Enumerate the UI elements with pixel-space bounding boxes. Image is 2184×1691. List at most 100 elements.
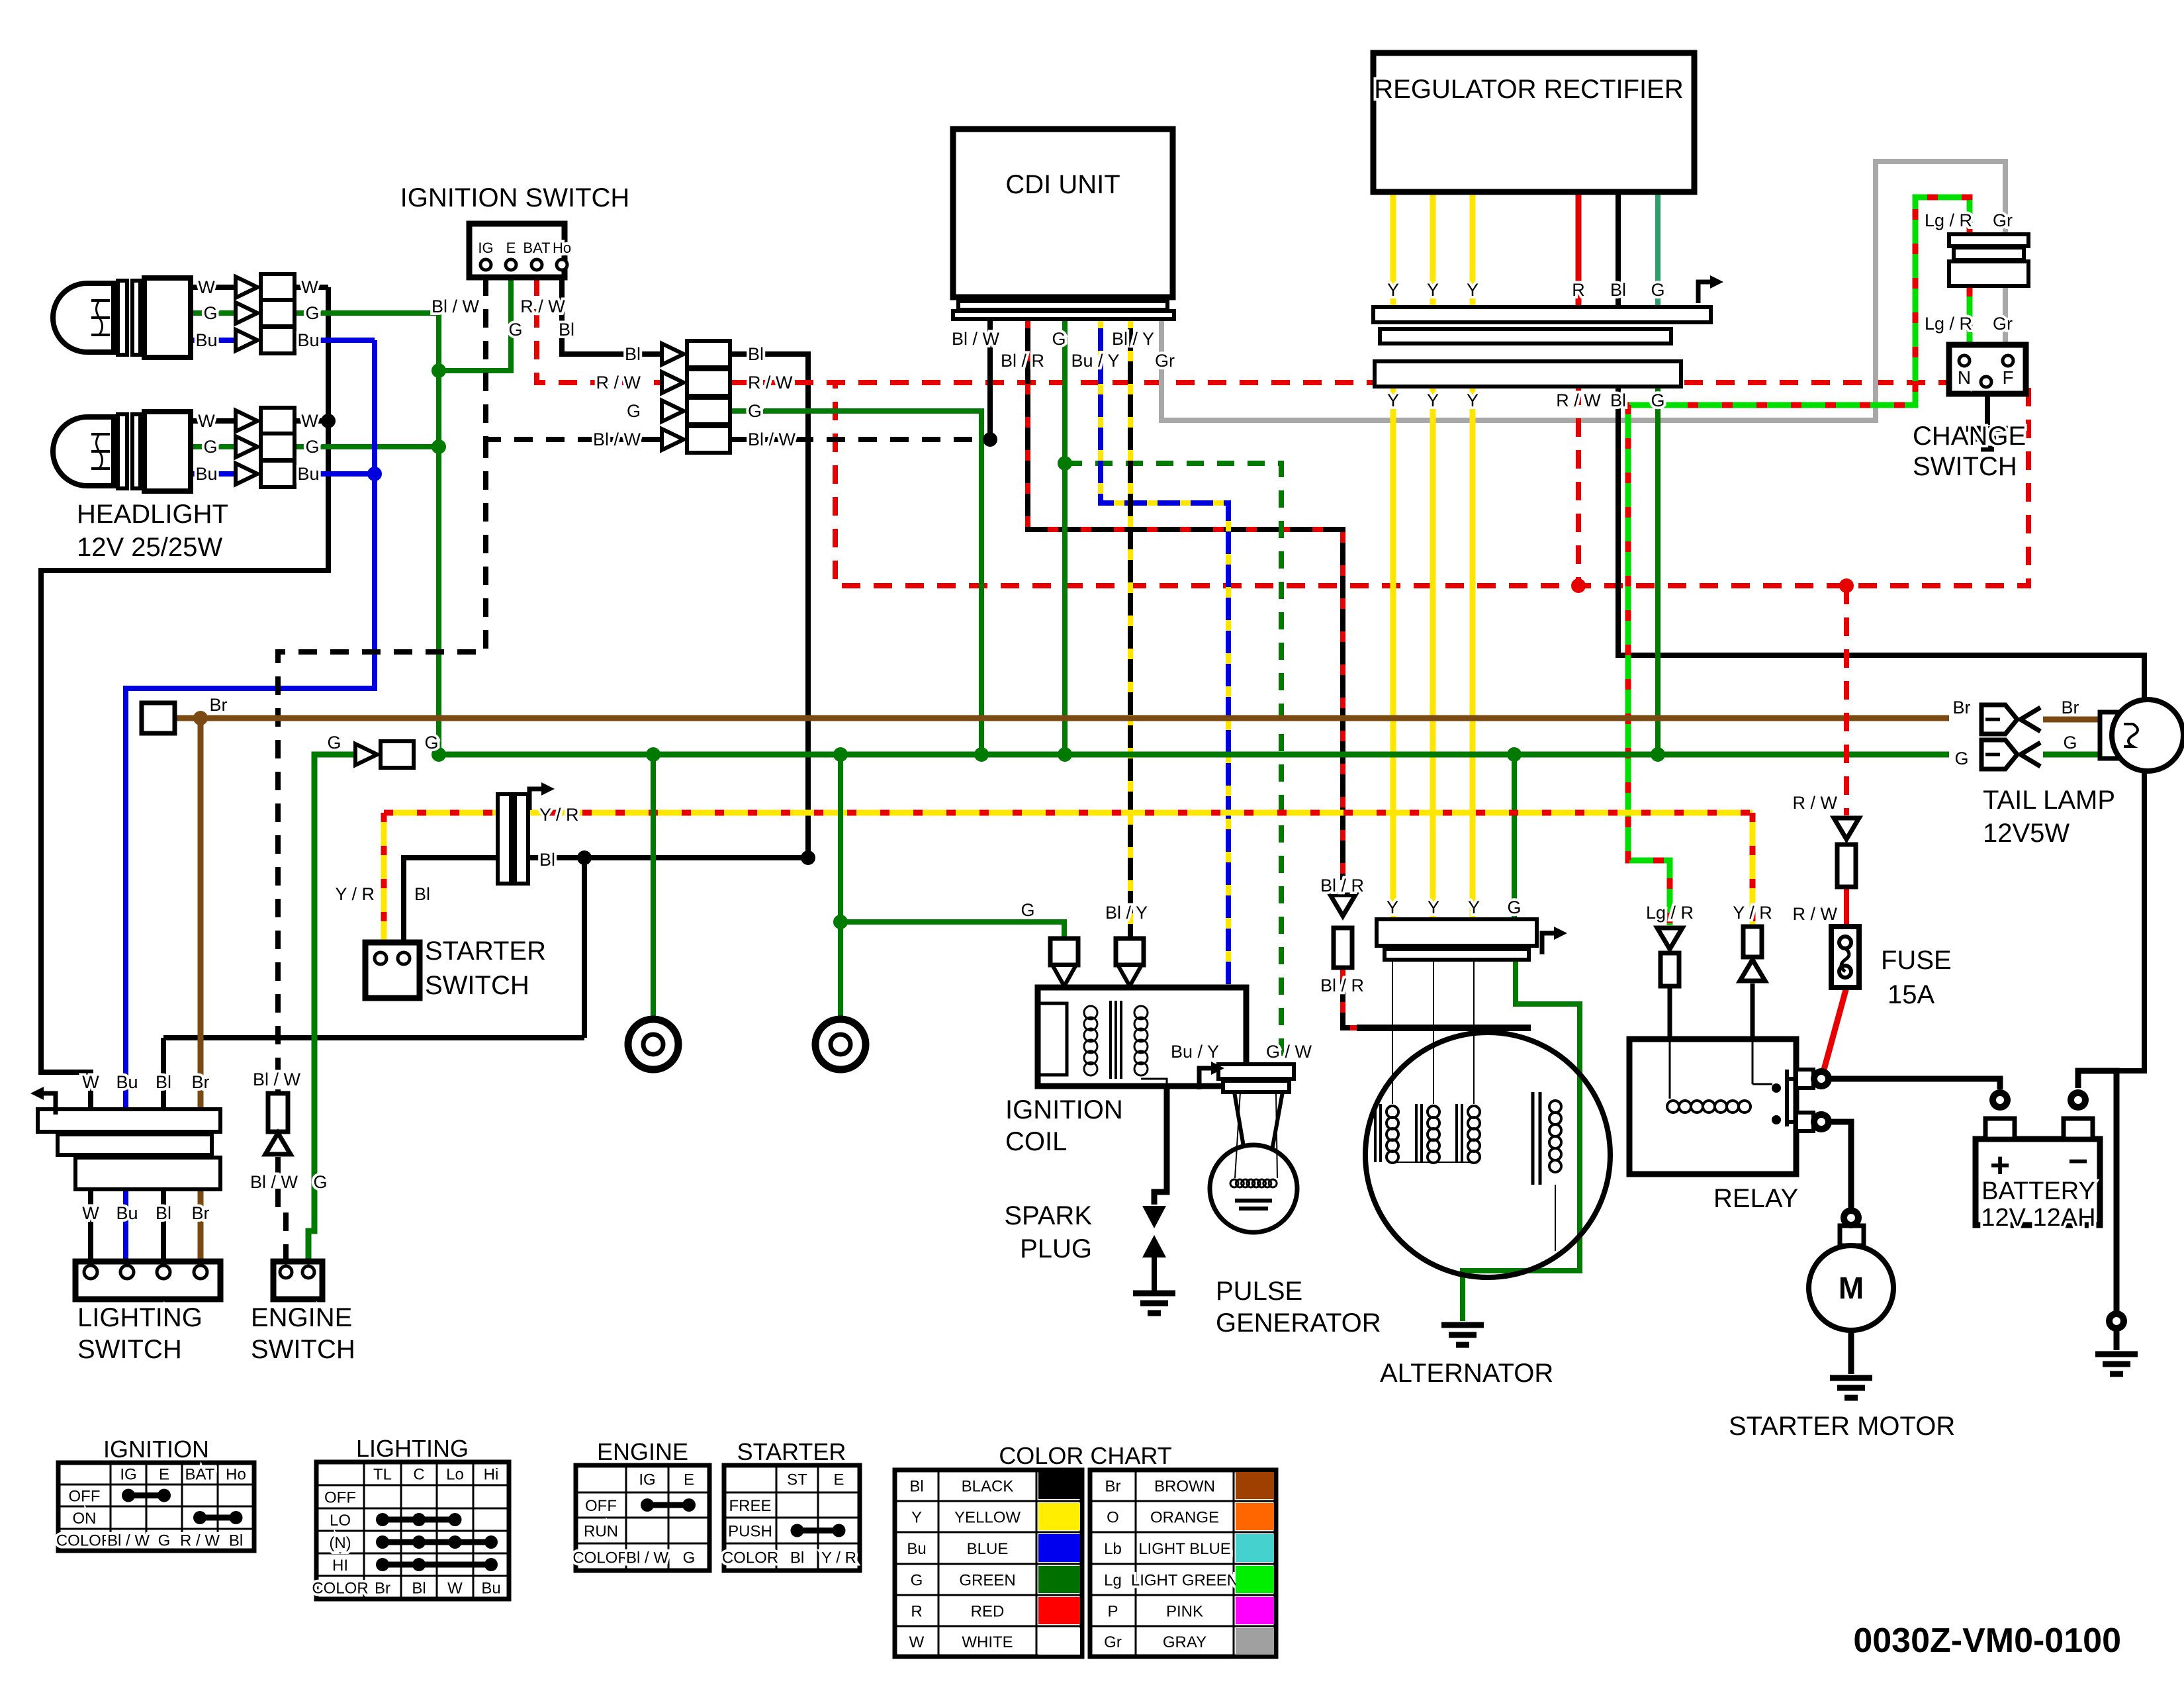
ignition-terminal-ho [555,257,569,272]
bl-right-route [731,351,811,858]
starter-connector-bar0 [496,792,513,886]
pulse-generator-body-coil-6 [1262,1178,1273,1189]
conn-blw-right: Bl / W [748,430,796,449]
color-name-BLACK: BLACK [962,1478,1014,1496]
alternator-connector-bar1 [1383,947,1531,962]
headlight-connector-w2-triangle [234,407,262,435]
alternator-connector-bar0 [1375,917,1539,948]
fuse-rw-upper: R / W [1793,793,1838,813]
reg-bl-route [1615,387,2147,1074]
color-code-G: G [911,1572,923,1590]
color-swatch-Y [1038,1503,1080,1530]
starter-table-header-E: E [833,1471,844,1489]
change-switch-title-2: SWITCH [1913,452,2017,481]
trunk-g-left-label: G [327,733,341,753]
reg2-g-label: G [1651,390,1664,410]
color-code-P: P [1107,1603,1118,1621]
ignition-coil-internals-winding1-4 [1133,1050,1149,1066]
headlight-connector-g2 [234,432,296,462]
lighting-connector-arrow-head [30,1087,44,1100]
harness-connector-blw-triangle [660,426,688,453]
color-swatch-Bl [1038,1472,1080,1499]
cdi-connector-bar0 [956,299,1169,312]
cdi-blr-overlay [1025,318,1345,880]
lighting-bl-lower: Bl [156,1203,171,1223]
relay-yr-diode [1735,955,1770,983]
relay-internals-coil-6 [1737,1099,1752,1114]
starter-bl [401,855,808,942]
relay-to-battery [1831,1075,2003,1089]
reg-y3-label: Y [1467,280,1479,300]
engine-switch-title-1: ENGINE [251,1303,352,1332]
lighting-table-link-dot-LO-3 [448,1513,462,1526]
blr-diode [1326,892,1360,921]
lighting-table-link-dot-HI-4 [484,1558,498,1571]
starter-bl-label: Bl [414,884,430,904]
headlight-bu-route [123,340,377,1116]
relay-internals-contact2 [1772,1115,1781,1124]
blw-to-engine-switch [275,439,488,1092]
change-switch-connector-bar1 [1952,246,2026,262]
ignition-coil-internals-winding1-3 [1133,1038,1149,1054]
motor-post [1837,1223,1866,1248]
color-name-ORANGE: ORANGE [1150,1509,1219,1527]
starter-connector-arrow-head [541,782,555,796]
lighting-table-header-TL: TL [373,1466,392,1484]
junction-dot-4 [432,363,446,378]
frame-ground-1 [624,1015,682,1074]
battery-pos-ring-hole [1996,1096,2004,1104]
harness-connector-bl-housing [685,339,732,369]
color-swatch-G [1038,1566,1080,1593]
color-code-Y: Y [911,1509,922,1527]
cdi-g-label: G [1052,329,1066,349]
lighting-table-cell-Bl: Bl [412,1580,426,1598]
headlight-connector-bu1-triangle [234,326,262,354]
battery-neg-ground [2095,1351,2138,1377]
harness-connector-g-housing [685,396,732,426]
color-code-Lb: Lb [1104,1540,1122,1558]
hl1-w-left: W [198,277,215,297]
fuse-line-resistor [1835,842,1858,890]
tail-br-right: Br [2062,698,2079,717]
coil-connector-bly [1113,936,1146,991]
junction-dot-14 [1651,747,1665,762]
color-name-RED: RED [971,1603,1005,1621]
ignition-table-header-Ho: Ho [226,1466,246,1484]
pulse-generator-body-coil-0 [1229,1178,1240,1189]
brown-left-label: Br [210,695,228,715]
starter-table-link-dot-PUSH-2 [832,1524,846,1537]
bat-term-label: BAT [523,240,550,256]
relay-yr-resistor [1741,924,1764,960]
headlight-bulb-1-socket [142,275,193,360]
ignition-table-link-dot-ON-3 [193,1511,206,1524]
harness-connector-bl [660,339,732,369]
starter-table-row-PUSH: PUSH [728,1523,772,1541]
hl2-g-left: G [203,437,217,457]
junction-dot-16 [367,467,382,481]
starter-conn-yr-label: Y / R [539,805,579,825]
relay-internals [1666,1039,1796,1126]
engine-blw-lower: Bl / W [250,1172,298,1192]
battery-box [1972,1136,2103,1228]
trunk-g-right-label: G [424,733,438,753]
ignition-coil-internals-winding1-0 [1133,1005,1149,1021]
lighting-table-link-dot-(N)-3 [448,1535,462,1549]
headlight-bulb-2-filament-coil [95,434,103,469]
headlight-connector-w1-triangle [234,273,262,301]
battery-neg-sign: − [2068,1142,2088,1181]
engine-table-row-OFF: OFF [585,1497,617,1515]
color-code-Bu: Bu [907,1540,926,1558]
change-n-label: N [1958,367,1971,388]
ignition-table-link-dot-OFF-1 [122,1488,135,1502]
tail-lamp-spade-br [1979,702,2042,737]
reg2-bl-label: Bl [1610,390,1626,410]
starter-table-title: STARTER [737,1438,846,1465]
fuse-title-2: 15A [1888,980,1934,1009]
hl2-w-right: W [301,411,318,431]
ignition-table-cell-G: G [158,1532,171,1550]
junction-dot-9 [833,915,848,929]
engine-g-label: G [313,1172,327,1192]
